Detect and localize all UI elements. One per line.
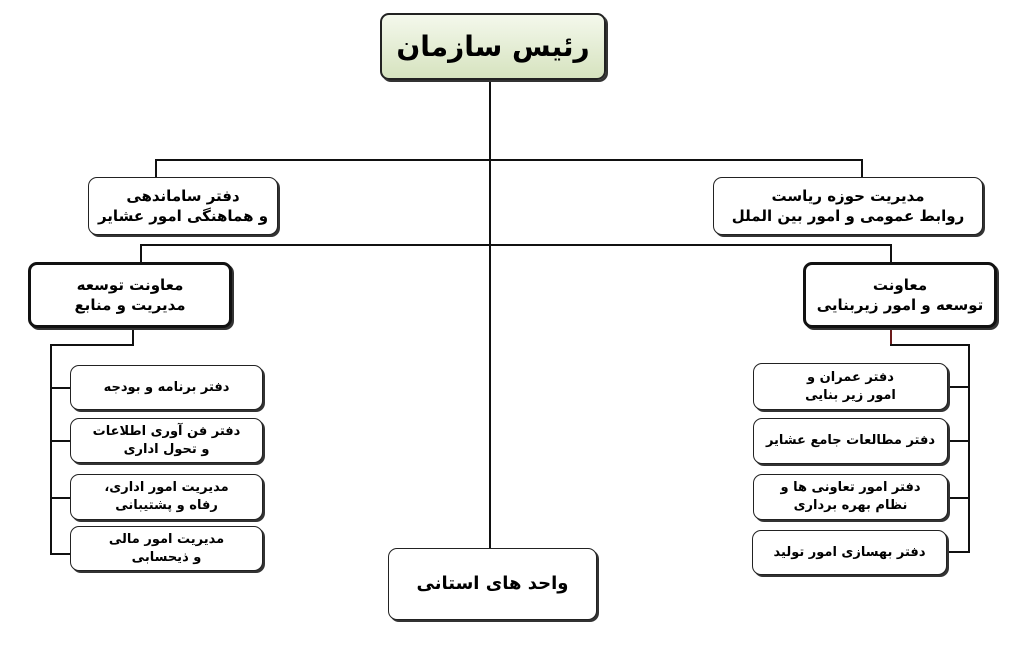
connector-left-tick: [50, 387, 70, 389]
box-line: مدیریت حوزه ریاست: [771, 186, 925, 205]
connector-left-tick: [50, 440, 70, 442]
box-line: و ذیحسابی: [131, 549, 202, 565]
box-line: امور زیر بنایی: [805, 387, 896, 403]
right-child-box: دفتر امور تعاونی ها و نظام بهره برداری: [753, 474, 948, 520]
box-line: دفتر مطالعات جامع عشایر: [765, 433, 936, 449]
box-line: مدیریت امور مالی: [108, 531, 225, 547]
connector-left-branch-h: [50, 344, 134, 346]
connector-left-tick: [50, 497, 70, 499]
box-line: معاونت توسعه: [76, 275, 184, 294]
connector-staff-bar: [155, 159, 863, 161]
connector-deputy-right-drop: [890, 244, 892, 263]
provincial-units-box: واحد های استانی: [388, 548, 597, 620]
box-line: دفتر برنامه و بودجه: [103, 379, 230, 395]
box-line: روابط عمومی و امور بین الملل: [731, 207, 965, 225]
connector-staff-right-drop: [861, 159, 863, 178]
connector-right-tick: [948, 497, 970, 499]
connector-deputy-left-drop: [140, 244, 142, 263]
box-line: واحد های استانی: [416, 572, 569, 594]
box-line: دفتر فن آوری اطلاعات: [92, 423, 241, 439]
right-child-box: دفتر بهسازی امور تولید: [752, 530, 947, 575]
staff-office-right-box: مدیریت حوزه ریاست روابط عمومی و امور بین…: [713, 177, 983, 235]
right-child-box: دفتر مطالعات جامع عشایر: [753, 418, 948, 464]
box-line: دفتر عمران و: [807, 369, 894, 385]
connector-right-branch: [890, 328, 892, 346]
box-line: دفتر امور تعاونی ها و: [780, 480, 921, 496]
org-head-label: رئیس سازمان: [396, 29, 590, 63]
left-child-box: مدیریت امور مالی و ذیحسابی: [70, 526, 263, 571]
connector-deputy-bar: [140, 244, 892, 246]
connector-right-tick: [948, 440, 970, 442]
box-line: معاونت: [872, 275, 928, 294]
box-line: توسعه و امور زیربنایی: [816, 296, 984, 314]
box-line: و تحول اداری: [123, 441, 210, 457]
staff-office-left-box: دفتر ساماندهی و هماهنگی امور عشایر: [88, 177, 278, 235]
connector-left-branch: [132, 328, 134, 346]
deputy-right-box: معاونت توسعه و امور زیربنایی: [803, 262, 997, 328]
connector-right-branch-h: [890, 344, 970, 346]
box-line: دفتر ساماندهی: [126, 186, 240, 205]
box-line: نظام بهره برداری: [793, 498, 908, 513]
connector-left-spine: [50, 344, 52, 555]
connector-root-trunk: [489, 80, 491, 548]
connector-right-spine: [968, 344, 970, 553]
box-line: دفتر بهسازی امور تولید: [773, 544, 926, 560]
org-head-box: رئیس سازمان: [380, 13, 606, 80]
box-line: رفاه و پشتیبانی: [115, 498, 218, 513]
right-child-box: دفتر عمران و امور زیر بنایی: [753, 363, 948, 410]
left-child-box: دفتر فن آوری اطلاعات و تحول اداری: [70, 418, 263, 463]
box-line: مدیریت و منابع: [74, 296, 186, 314]
box-line: و هماهنگی امور عشایر: [97, 207, 269, 225]
connector-staff-left-drop: [155, 159, 157, 178]
box-line: مدیریت امور اداری،: [104, 480, 229, 496]
connector-right-tick: [948, 551, 970, 553]
left-child-box: دفتر برنامه و بودجه: [70, 365, 263, 410]
connector-left-tick: [50, 553, 70, 555]
deputy-left-box: معاونت توسعه مدیریت و منابع: [28, 262, 232, 328]
connector-right-tick: [948, 386, 970, 388]
left-child-box: مدیریت امور اداری، رفاه و پشتیبانی: [70, 474, 263, 520]
